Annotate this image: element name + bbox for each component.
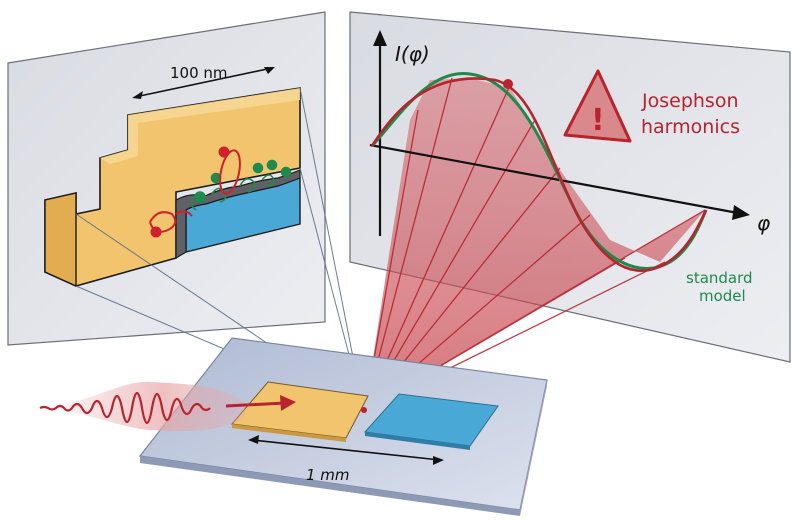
nanoscale-panel: 100 nm [7,11,326,346]
scale-label-mm: 1 mm [306,466,350,484]
harmonics-curve [370,77,708,272]
scale-bar-nm: 100 nm [132,64,275,99]
standard-model-label-1: standard [686,269,753,287]
standard-model-label-2: model [699,287,746,305]
microwave-pulse-icon [39,381,296,431]
chip-substrate: 1 mm [138,337,548,516]
x-axis-label: φ [757,211,770,235]
warning-triangle-icon: ! [563,69,632,143]
curve-marker [503,79,513,89]
warning-symbol: ! [591,103,605,138]
harmonics-label-2: harmonics [641,116,740,138]
josephson-junction [361,407,367,413]
green-defects [190,159,292,211]
x-axis [369,143,739,215]
scale-label-nm: 100 nm [170,64,228,82]
y-axis-label: I(φ) [395,42,430,66]
red-defects [149,146,241,238]
harmonics-label-1: Josephson [641,90,738,112]
scale-bar-mm: 1 mm [248,435,444,484]
